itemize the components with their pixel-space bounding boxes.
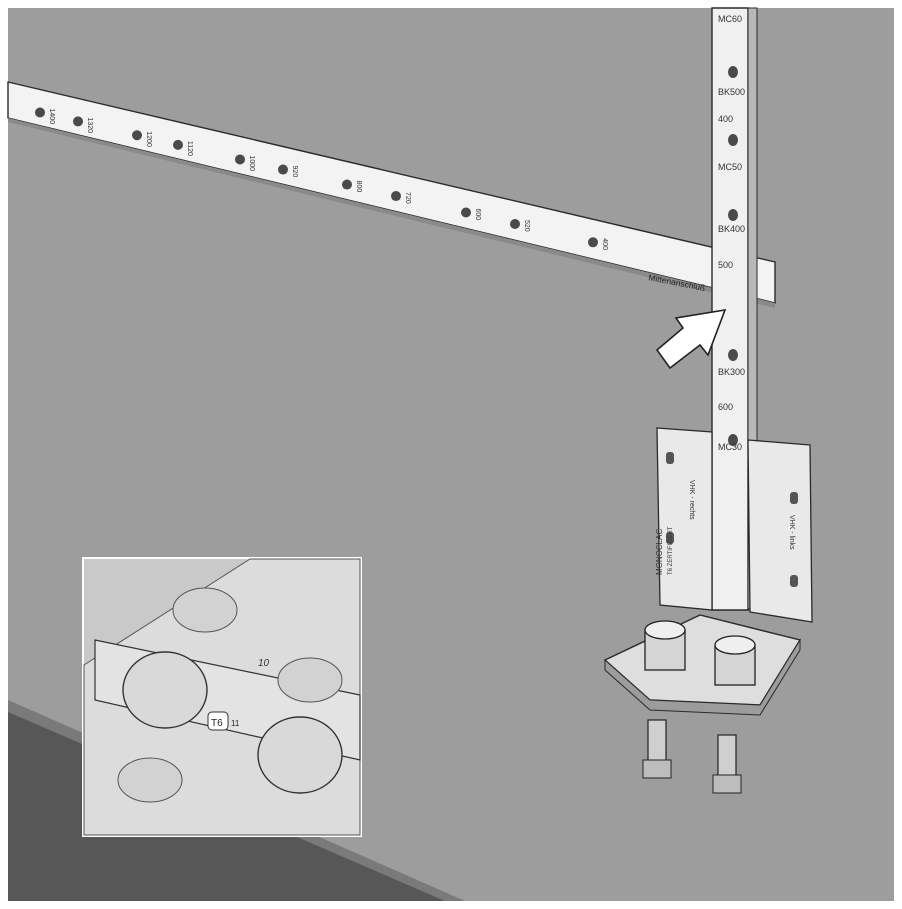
- rail-scale-label: 520: [523, 220, 530, 232]
- rail-scale-label: 720: [404, 192, 411, 204]
- bracket-center-label: MONOCLAC: [655, 529, 664, 575]
- inset-t6-suffix: 11: [231, 719, 240, 728]
- rail-scale-label: 1000: [248, 155, 255, 171]
- rail-hole: [132, 130, 142, 141]
- bracket-right-label: VHK - links: [788, 515, 795, 550]
- rail-hole: [510, 218, 520, 229]
- vertical-rail-label: MC50: [718, 162, 742, 172]
- rail-hole: [391, 191, 401, 202]
- rail-scale-label: 1200: [145, 131, 152, 147]
- rail-hole: [35, 107, 45, 118]
- rail-hole: [278, 164, 288, 175]
- rail-scale-label: 800: [355, 181, 362, 193]
- rail-hole: [728, 66, 738, 78]
- bracket-center-sublabel: T6 ZERTIFIZIERT: [668, 526, 674, 575]
- vertical-rail-label: 400: [718, 114, 733, 124]
- valve-icon: [642, 620, 756, 794]
- rail-hole: [235, 154, 245, 165]
- rail-hole: [173, 139, 183, 150]
- vertical-rail-label: MC60: [718, 14, 742, 24]
- rail-hole: [728, 434, 738, 446]
- vertical-rail-label: 600: [718, 402, 733, 412]
- rail-hole: [73, 116, 83, 127]
- arrow-pointer-icon: [655, 308, 727, 370]
- rail-hole: [588, 237, 598, 248]
- inset-cap-right: [257, 716, 343, 794]
- rail-scale-label: 600: [474, 208, 481, 220]
- rail-scale-label: 1120: [186, 141, 193, 156]
- rail-hole: [728, 209, 738, 221]
- rail-hole: [728, 134, 738, 146]
- rail-scale-label: 1400: [48, 109, 55, 125]
- rail-scale-label: 400: [601, 238, 608, 250]
- vertical-rail-label: BK400: [718, 224, 745, 234]
- inset-cap-left: [122, 651, 208, 729]
- horizontal-rail: 1400 1320 1200 1120 1000 920 800 720 600 520 400 M…: [7, 81, 776, 308]
- vertical-rail-label: 500: [718, 260, 733, 270]
- rail-hole: [461, 207, 471, 218]
- rail-scale-label: 920: [291, 166, 298, 178]
- vertical-rail-label: BK500: [718, 87, 745, 97]
- inset-detail: 10 T6 11: [82, 557, 362, 837]
- inset-number-label: 10: [258, 658, 270, 669]
- vertical-rail-label: BK300: [718, 367, 745, 377]
- rail-scale-label: 1320: [86, 117, 93, 133]
- inset-t6-badge: T6: [211, 718, 223, 729]
- rail-hole: [728, 349, 738, 361]
- rail-hole: [342, 179, 352, 190]
- bracket-left-label: VHK - rechts: [688, 480, 695, 520]
- vertical-rail-label: MC30: [718, 442, 742, 452]
